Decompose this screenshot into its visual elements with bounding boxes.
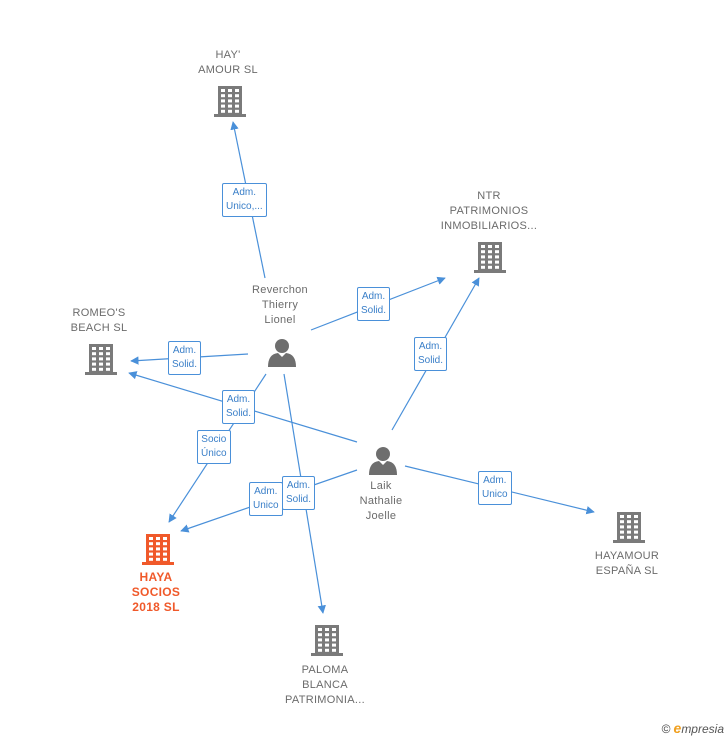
node-label-line: INMOBILIARIOS... (440, 220, 538, 232)
node-label-line: ESPAÑA SL (595, 565, 659, 577)
edge-label-line: Único (201, 448, 227, 459)
node-label-ntr[interactable]: NTR PATRIMONIOS INMOBILIARIOS... (419, 189, 559, 234)
node-label-line: BEACH SL (70, 322, 128, 334)
company-icon-paloma[interactable] (311, 625, 343, 656)
person-icon-laik[interactable] (369, 447, 397, 475)
edge-label-laik-to-haya[interactable]: Adm. Unico (249, 482, 283, 516)
node-label-paloma[interactable]: PALOMA BLANCA PATRIMONIA... (255, 663, 395, 708)
empresia-logo: ©empresia (661, 720, 724, 736)
edge-label-reverchon-to-ntr[interactable]: Adm. Solid. (357, 287, 391, 321)
node-label-line: HAYA (139, 570, 173, 584)
edge-label-line: Solid. (361, 305, 387, 316)
edge-label-line: Unico (482, 489, 508, 500)
edge-label-line: Solid. (418, 355, 444, 366)
node-label-line: 2018 SL (132, 600, 180, 614)
company-icon-hayamour[interactable] (214, 86, 246, 117)
node-label-line: AMOUR SL (198, 64, 258, 76)
edge-label-reverchon-to-paloma[interactable]: Adm. Solid. (282, 476, 316, 510)
edge-label-line: Adm. (226, 394, 251, 405)
node-label-line: Nathalie (359, 495, 403, 507)
focus-company-icon-haya[interactable] (142, 534, 174, 565)
edge-label-line: Adm. (361, 291, 386, 302)
edge-label-reverchon-to-romeos[interactable]: Adm. Solid. (168, 341, 202, 375)
node-label-line: Thierry (261, 299, 299, 311)
edge-label-line: Unico,... (226, 201, 263, 212)
edge-label-line: Adm. (232, 187, 257, 198)
node-label-line: PALOMA (301, 664, 349, 676)
node-label-line: HAY' (215, 49, 241, 61)
company-icon-hayamour_es[interactable] (613, 512, 645, 543)
edge-label-laik-to-romeos[interactable]: Adm. Solid. (222, 390, 256, 424)
edge-label-line: Socio (201, 434, 227, 445)
edge-label-line: Adm. (172, 345, 197, 356)
person-icon-reverchon[interactable] (268, 339, 296, 367)
node-label-line: PATRIMONIOS (449, 205, 529, 217)
edge-label-line: Adm. (483, 475, 507, 486)
node-label-line: Laik (370, 480, 392, 492)
node-label-line: BLANCA (302, 679, 348, 691)
node-label-hayamour[interactable]: HAY' AMOUR SL (158, 48, 298, 78)
node-label-line: Joelle (365, 510, 397, 522)
edge-label-line: Unico (253, 500, 279, 511)
node-label-hayamour_es[interactable]: HAYAMOUR ESPAÑA SL (557, 549, 697, 579)
edge-label-line: Adm. (286, 480, 311, 491)
node-label-line: HAYAMOUR (594, 550, 660, 562)
node-label-line: SOCIOS (131, 585, 181, 599)
edge-label-laik-to-hayamour_es[interactable]: Adm. Unico (478, 471, 512, 505)
edge-label-laik-to-ntr[interactable]: Adm. Solid. (414, 337, 448, 371)
edge-label-line: Solid. (226, 408, 252, 419)
edge-label-line: Adm. (418, 341, 443, 352)
edge-label-line: Solid. (286, 494, 312, 505)
company-icon-romeos[interactable] (85, 344, 117, 375)
node-label-line: Reverchon (252, 284, 308, 296)
node-label-line: ROMEO'S (72, 307, 126, 319)
edge-label-reverchon-to-hayamour[interactable]: Adm. Unico,... (222, 183, 267, 217)
node-label-line: NTR (477, 190, 501, 202)
company-icon-ntr[interactable] (474, 242, 506, 273)
edge-label-line: Solid. (172, 359, 198, 370)
edge-label-line: Adm. (254, 486, 278, 497)
node-label-line: Lionel (264, 314, 296, 326)
node-label-romeos[interactable]: ROMEO'S BEACH SL (29, 306, 169, 336)
node-label-line: PATRIMONIA... (285, 694, 365, 706)
